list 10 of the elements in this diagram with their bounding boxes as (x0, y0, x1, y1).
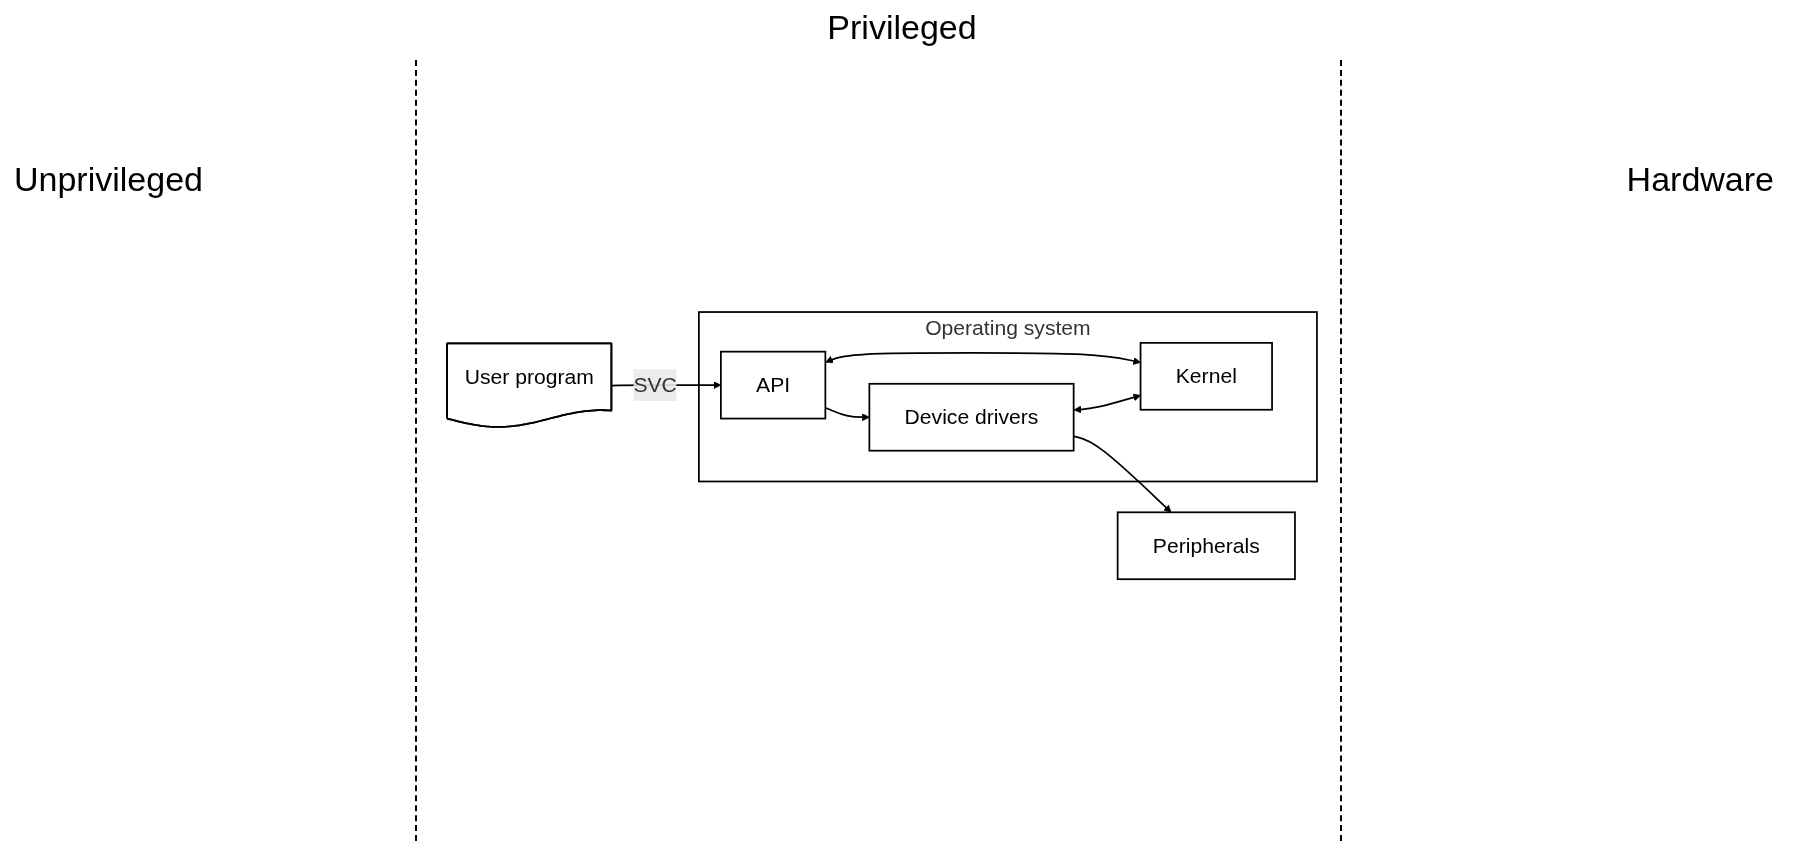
node-box: Device drivers (868, 382, 1075, 452)
arrow (1073, 393, 1141, 414)
region-label: Hardware (1626, 160, 1774, 199)
region-label: Privileged (827, 8, 977, 47)
node-box: Peripherals (1116, 511, 1296, 580)
arrow (825, 351, 1141, 365)
edge-label: SVC (633, 372, 677, 397)
node-box: API (720, 350, 827, 420)
region-label: Unprivileged (14, 160, 203, 199)
node-box: Kernel (1139, 341, 1273, 411)
